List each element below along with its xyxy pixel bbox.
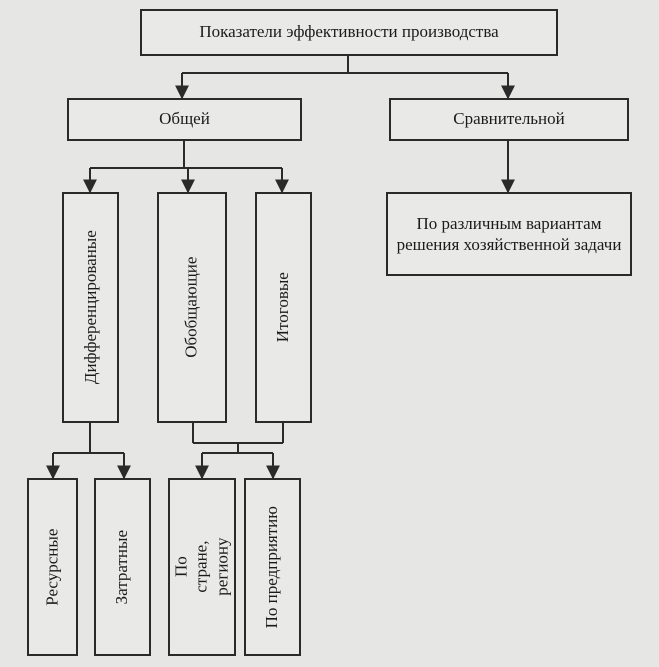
differentiated-node: Дифференцированые [62, 192, 119, 423]
variants-node: По различным вариантам решения хозяйстве… [386, 192, 632, 276]
resource-label: Ресурсные [42, 528, 62, 606]
root-label: Показатели эффективности производства [199, 22, 499, 42]
differentiated-label: Дифференцированые [80, 230, 100, 385]
final-label: Итоговые [273, 272, 293, 343]
cost-label: Затратные [112, 529, 132, 605]
enterprise-node: По предприятию [244, 478, 301, 656]
variants-label: По различным вариантам решения хозяйстве… [396, 213, 622, 254]
generalizing-node: Обобщающие [157, 192, 227, 423]
comparative-node: Сравнительной [389, 98, 629, 141]
enterprise-label: По предприятию [262, 505, 282, 629]
general-label: Общей [159, 109, 210, 129]
root-node: Показатели эффективности производства [140, 9, 558, 56]
final-node: Итоговые [255, 192, 312, 423]
generalizing-label: Обобщающие [181, 256, 201, 359]
country-node: По стране, региону [168, 478, 236, 656]
general-node: Общей [67, 98, 302, 141]
comparative-label: Сравнительной [453, 109, 565, 129]
resource-node: Ресурсные [27, 478, 78, 656]
cost-node: Затратные [94, 478, 151, 656]
country-label: По стране, региону [171, 537, 232, 597]
